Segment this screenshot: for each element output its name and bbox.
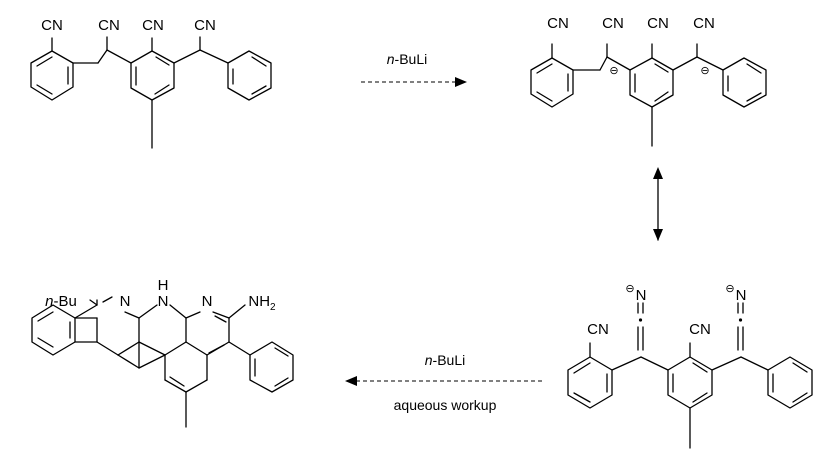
- hydrogen-label: H: [158, 277, 169, 294]
- nitrogen-label: N: [202, 293, 213, 310]
- cyano-label: CN: [602, 15, 624, 32]
- cyano-label: CN: [693, 15, 715, 32]
- carbanion-charge: ⊖: [609, 65, 618, 77]
- nitrogen-label: N: [120, 293, 131, 310]
- nitrogen-charge: ⊖: [725, 283, 734, 295]
- nitrogen-label: N: [736, 287, 747, 304]
- reagent-label-2: n-BuLi: [425, 352, 465, 368]
- fused-polycyclic-product: N n-Bu N H N NH2: [31, 277, 294, 428]
- reagent-label-1: n-BuLi: [387, 51, 427, 67]
- cyano-label: CN: [98, 17, 120, 34]
- nitrogen-label: N: [636, 287, 647, 304]
- cyano-label: CN: [587, 321, 609, 338]
- ketenimine-intermediate: CN N ⊖ CN N ⊖: [567, 283, 813, 449]
- starting-material: CN CN CN CN: [30, 17, 272, 149]
- cyano-label: CN: [547, 15, 569, 32]
- nitrogen-label: N: [158, 293, 169, 310]
- butyl-label: n-Bu: [45, 293, 77, 310]
- cyano-label: CN: [41, 17, 63, 34]
- cyano-label: CN: [142, 17, 164, 34]
- workup-label: aqueous workup: [394, 397, 497, 413]
- cyano-label: CN: [689, 321, 711, 338]
- carbanion-charge: ⊖: [700, 65, 709, 77]
- cyano-label: CN: [647, 15, 669, 32]
- dianion-intermediate: CN CN ⊖ CN CN ⊖: [530, 15, 767, 147]
- cyano-label: CN: [194, 17, 216, 34]
- amine-label: NH2: [248, 293, 276, 313]
- nitrogen-charge: ⊖: [625, 283, 634, 295]
